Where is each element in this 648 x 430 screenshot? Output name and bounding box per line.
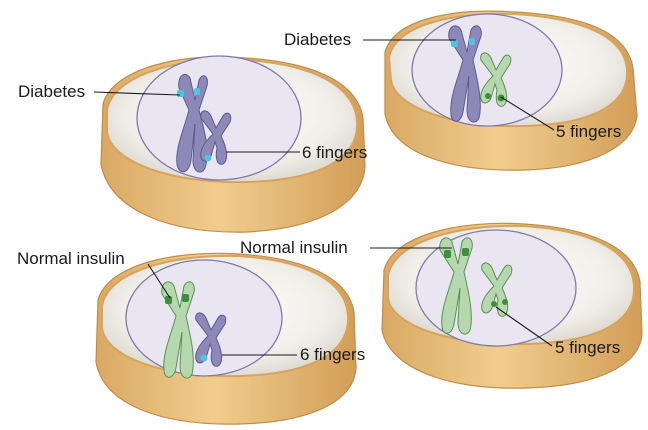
label-top-left-small: 6 fingers: [302, 143, 367, 163]
label-bottom-right-small: 5 fingers: [555, 338, 620, 358]
label-bottom-left-large: Normal insulin: [17, 249, 125, 269]
insulin-marker-2: [462, 248, 469, 256]
finger-marker: [205, 155, 212, 162]
finger-marker-2: [485, 93, 491, 99]
label-top-left-large: Diabetes: [18, 82, 85, 102]
label-bottom-right-large: Normal insulin: [240, 238, 348, 258]
insulin-marker: [165, 296, 172, 304]
diabetes-marker-2: [469, 38, 475, 45]
cell-bottom-left: [96, 253, 356, 424]
cell-top-right: [385, 11, 637, 170]
insulin-marker-2: [182, 294, 189, 302]
insulin-marker: [444, 250, 451, 258]
label-top-right-small: 5 fingers: [556, 122, 621, 142]
diabetes-marker: [177, 90, 184, 97]
finger-marker-2: [502, 299, 508, 305]
label-bottom-left-small: 6 fingers: [300, 345, 365, 365]
diabetes-marker: [451, 40, 458, 47]
nucleus: [412, 14, 562, 126]
finger-marker: [491, 301, 497, 307]
label-top-right-large: Diabetes: [284, 30, 351, 50]
diabetes-marker-2: [194, 88, 200, 95]
finger-marker: [201, 355, 208, 362]
